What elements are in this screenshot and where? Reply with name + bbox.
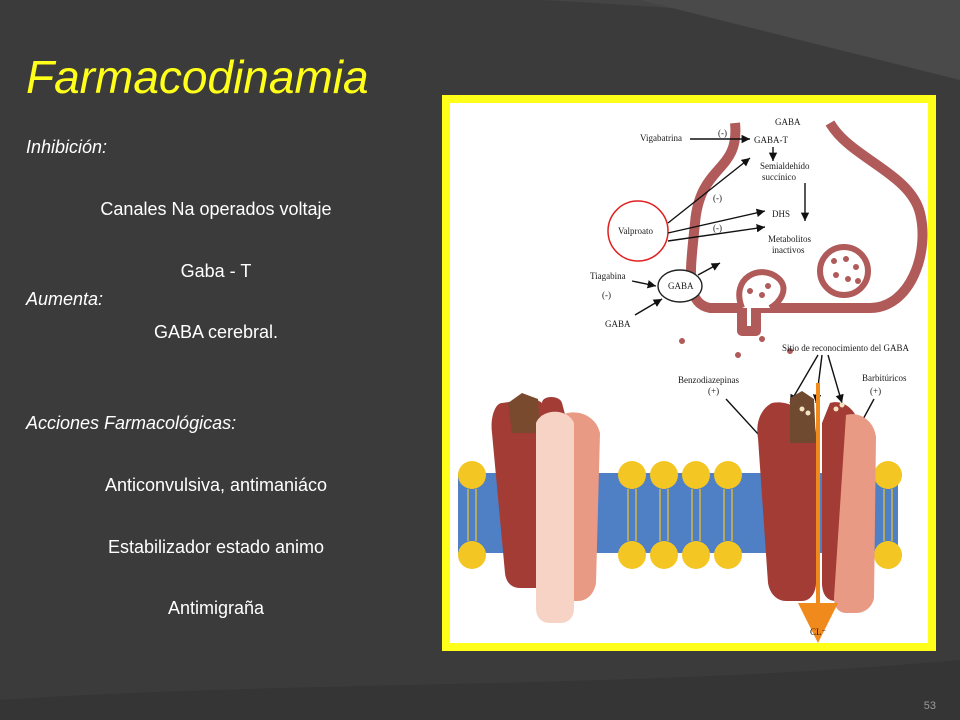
label-benzodiazepinas: Benzodiazepinas (678, 375, 739, 385)
label-tiagabina: Tiagabina (590, 271, 626, 281)
label-metabolitos: Metabolitos (768, 234, 811, 244)
label-minus-3: (-) (713, 223, 722, 233)
label-vigabatrina: Vigabatrina (640, 133, 682, 143)
lipid-head (714, 541, 742, 569)
arrow-valproato-dhs (667, 208, 766, 234)
lipid-heads-bottom (458, 541, 902, 569)
acciones-item-anticonvulsiva: Anticonvulsiva, antimaniáco (104, 475, 328, 495)
arrow-tiagabina (631, 280, 657, 289)
acciones-item-estabilizador: Estabilizador estado animo (107, 537, 325, 557)
valproato-highlight-circle (607, 200, 669, 262)
presynaptic-terminal (685, 120, 928, 336)
label-dhs: DHS (772, 209, 790, 219)
gaba-mechanism-figure: GABA Vigabatrina (-) GABA-T Semialdehído… (442, 95, 936, 651)
label-succinico: succínico (762, 172, 796, 182)
slide-number: 53 (923, 700, 936, 712)
label-minus-2: (-) (713, 193, 722, 203)
label-gaba-top: GABA (775, 117, 801, 127)
arrow-valproato-metab (667, 224, 766, 242)
label-inactivos: inactivos (772, 245, 805, 255)
gaba-synapse-diagram: GABA Vigabatrina (-) GABA-T Semialdehído… (458, 117, 928, 643)
arrow-sitio-3 (827, 354, 844, 404)
synaptic-vesicle-2 (817, 244, 871, 298)
lipid-head (650, 461, 678, 489)
lipid-head (650, 541, 678, 569)
label-plus-1: (+) (708, 386, 719, 396)
lipid-head (618, 541, 646, 569)
label-minus-4: (-) (602, 290, 611, 300)
synaptic-vesicle-1 (736, 269, 787, 311)
aumenta-heading: Aumenta: (26, 289, 104, 309)
lipid-head (682, 461, 710, 489)
lipid-head (618, 461, 646, 489)
inhibicion-item-gaba-t: Gaba - T (180, 261, 252, 281)
label-gaba-bottom: GABA (605, 319, 631, 329)
gaba-transporter (657, 269, 703, 303)
aumenta-item-gaba: GABA cerebral. (153, 322, 279, 342)
label-semialdehido: Semialdehído (760, 161, 810, 171)
lipid-head (714, 461, 742, 489)
arrow-sitio-1 (789, 354, 819, 404)
inhibicion-item-na-channels: Canales Na operados voltaje (100, 199, 332, 219)
lipid-heads-top (458, 461, 902, 489)
gaba-a-receptor-channel (757, 383, 876, 643)
inhibicion-heading: Inhibición: (26, 137, 108, 157)
lipid-tails (467, 489, 893, 541)
lipid-head (682, 541, 710, 569)
label-gaba-transporter: GABA (668, 281, 694, 291)
label-plus-2: (+) (870, 386, 881, 396)
gaba-molecules (679, 256, 861, 358)
slide-title: Farmacodinamia (26, 51, 369, 103)
label-gaba-t: GABA-T (754, 135, 788, 145)
lipid-head (874, 461, 902, 489)
lipid-head (874, 541, 902, 569)
acciones-item-antimigrana: Antimigraña (167, 598, 265, 618)
arrow-transporter-in (697, 262, 721, 276)
label-valproato: Valproato (618, 226, 653, 236)
arrow-valproato-gabat (667, 157, 751, 224)
lipid-head (458, 541, 486, 569)
label-sitio-reconocimiento: Sitio de reconocimiento del GABA (782, 343, 909, 353)
lipid-head (458, 461, 486, 489)
label-chloride: CL⁻ (810, 627, 827, 637)
arrow-gaba-uptake (634, 298, 663, 316)
label-barbituricos: Barbitúricos (862, 373, 907, 383)
acciones-heading: Acciones Farmacológicas: (26, 413, 237, 433)
label-minus-1: (-) (718, 128, 727, 138)
ion-channel-left (491, 393, 600, 623)
